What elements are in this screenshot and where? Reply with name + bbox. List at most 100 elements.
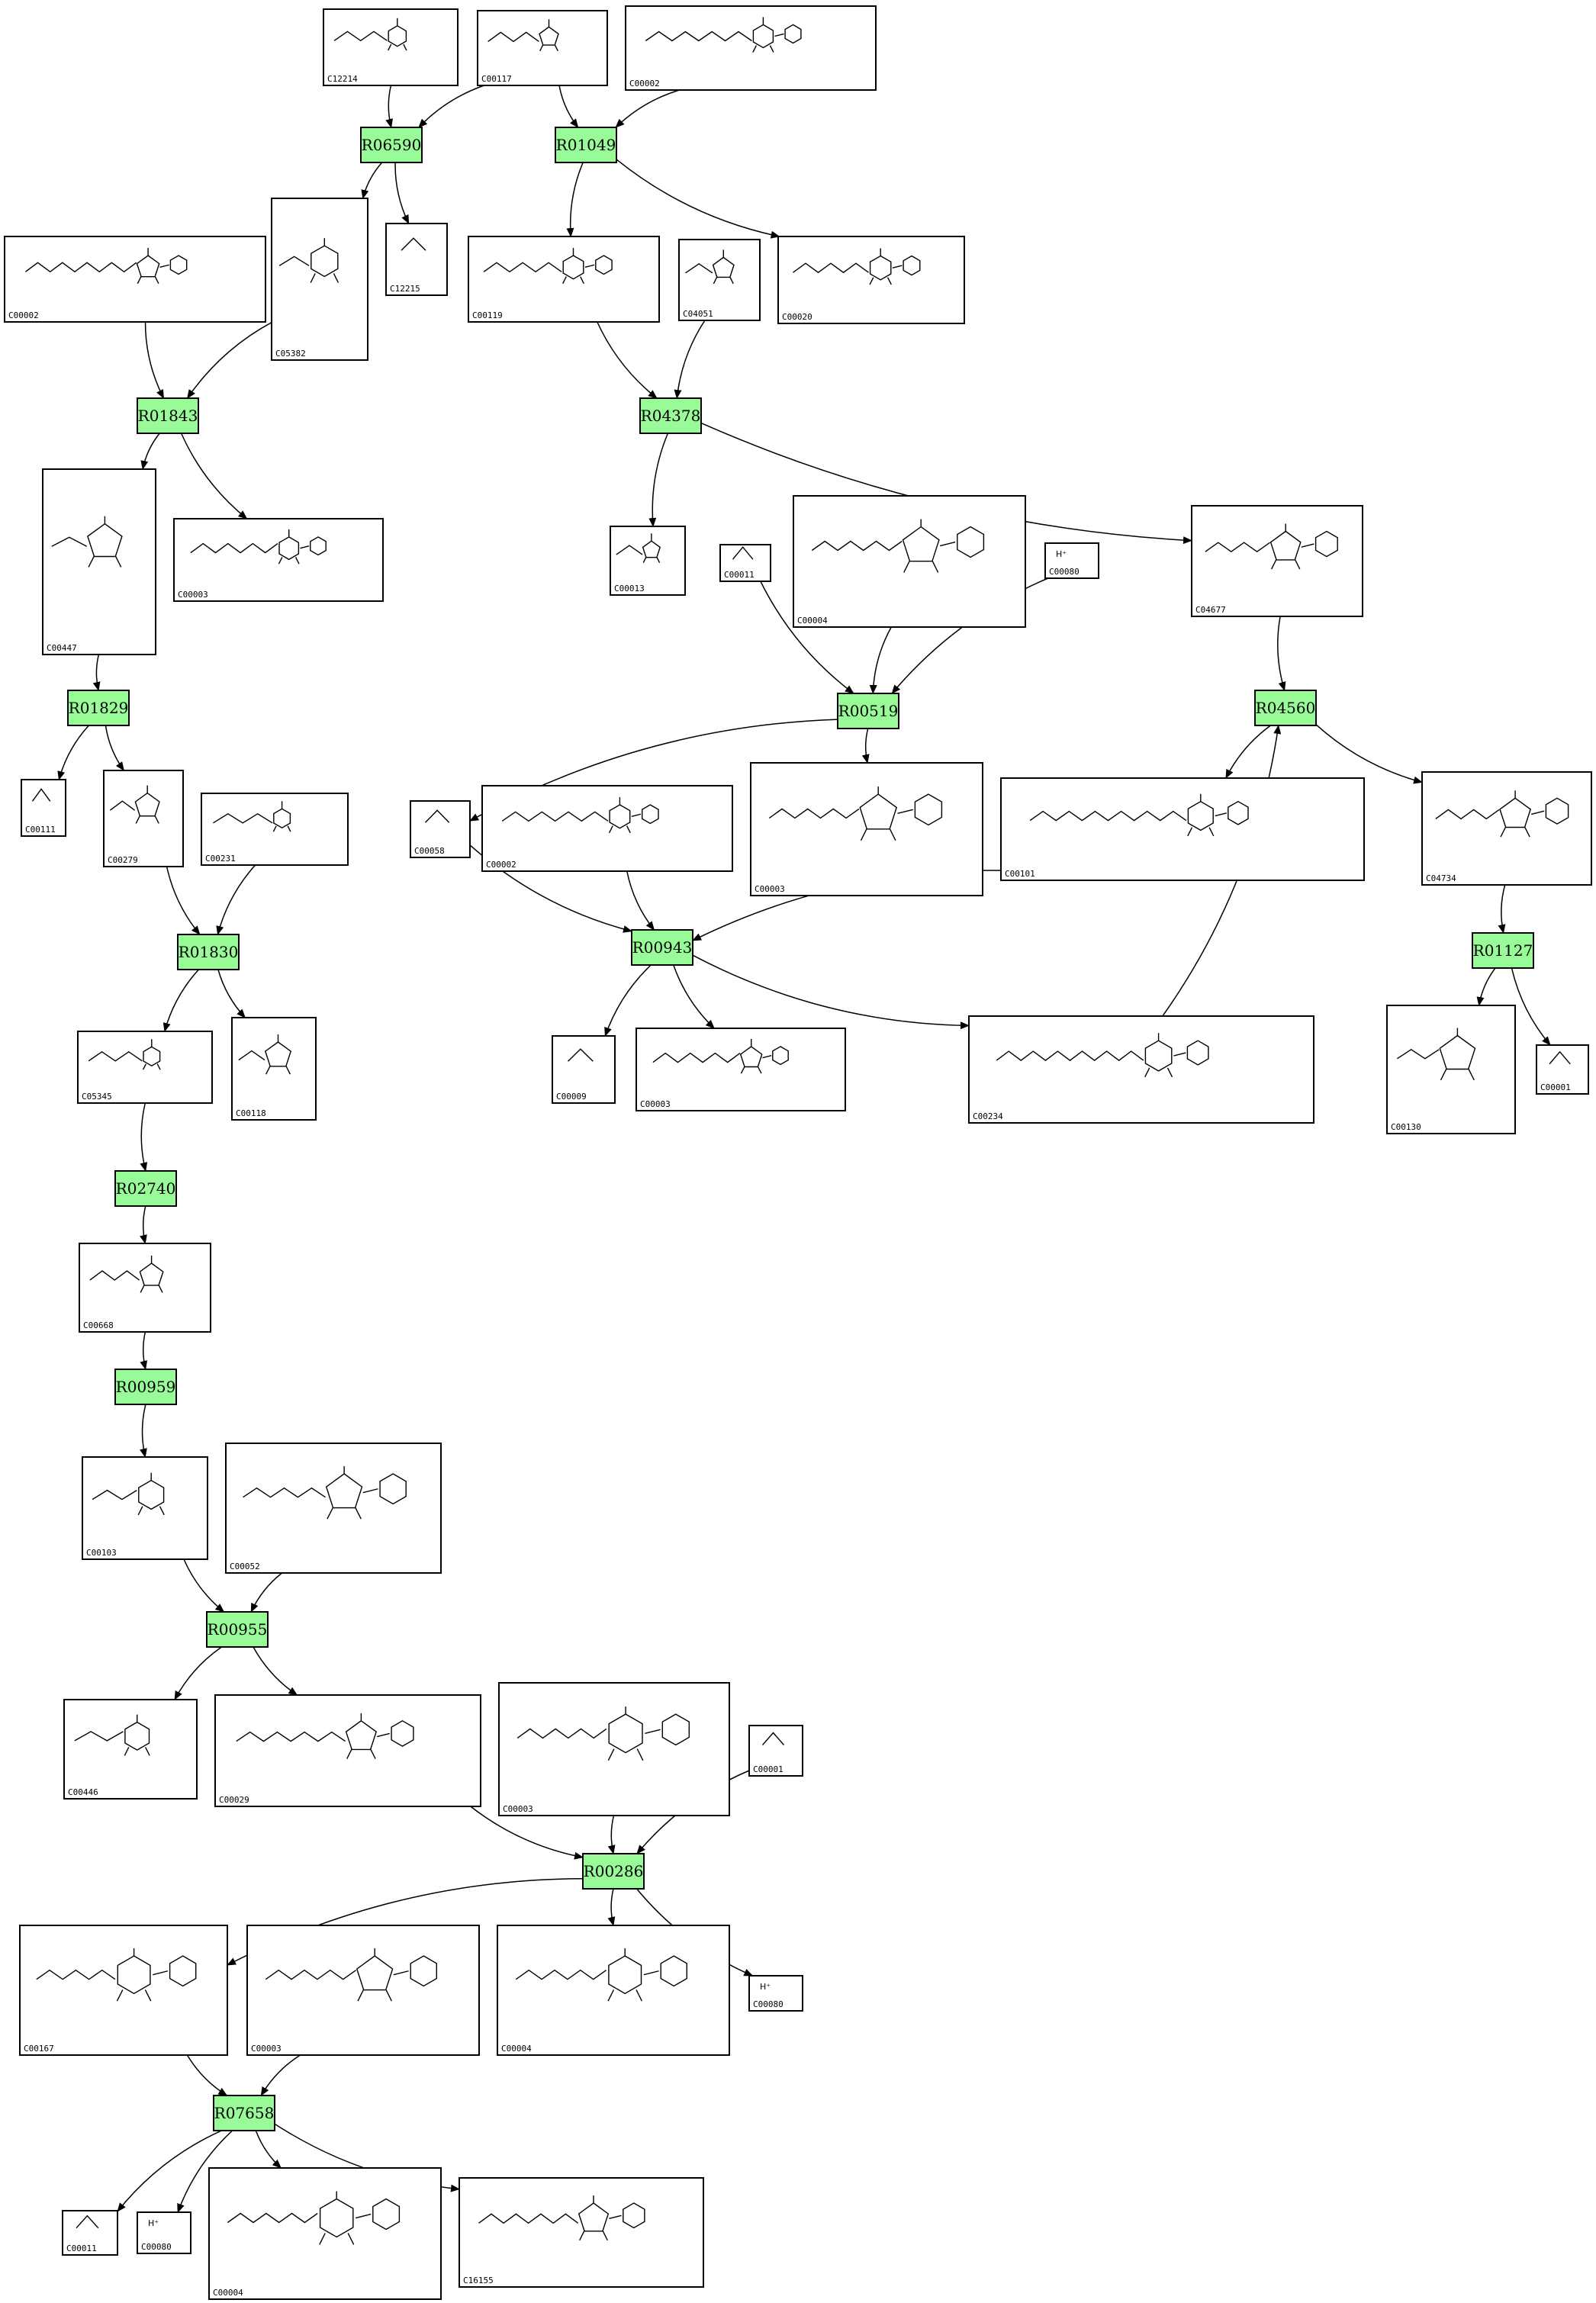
compound-node[interactable]: H⁺C00080 — [748, 1975, 803, 2012]
compound-node[interactable]: C00002 — [4, 236, 266, 323]
compound-node[interactable]: C00447 — [42, 468, 156, 655]
compound-node[interactable]: C12214 — [323, 8, 459, 86]
structure-ring — [136, 255, 160, 278]
compound-node[interactable]: C00058 — [410, 800, 471, 858]
reaction-edge — [692, 954, 970, 1030]
compound-node[interactable]: C00446 — [63, 1699, 198, 1800]
reaction-node[interactable]: R01830 — [177, 934, 240, 970]
compound-node[interactable]: C00004 — [208, 2167, 442, 2300]
structure-bond — [740, 1066, 745, 1074]
compound-node[interactable]: C05382 — [271, 198, 368, 361]
reaction-node[interactable]: R01049 — [555, 127, 617, 163]
compound-node[interactable]: C00003 — [246, 1925, 480, 2056]
compound-node[interactable]: C16155 — [459, 2177, 704, 2288]
structure-bond — [153, 1970, 169, 1976]
compound-id-label: C00118 — [236, 1108, 266, 1118]
structure-ring — [903, 255, 921, 276]
compound-node[interactable]: C00001 — [748, 1725, 803, 1777]
compound-node[interactable]: C00001 — [1536, 1044, 1589, 1095]
compound-node[interactable]: C00004 — [793, 495, 1026, 628]
compound-node[interactable]: C00003 — [636, 1028, 846, 1111]
compound-node[interactable]: C00118 — [231, 1017, 317, 1121]
compound-node[interactable]: C00011 — [62, 2210, 118, 2256]
reaction-box — [555, 127, 617, 163]
compound-node[interactable]: C00009 — [552, 1035, 616, 1104]
compound-id-label: C00117 — [481, 74, 512, 84]
compound-node[interactable]: C05345 — [77, 1031, 213, 1104]
compound-node[interactable]: C00003 — [498, 1682, 730, 1816]
compound-node[interactable]: C00117 — [477, 10, 608, 86]
structure-chain — [645, 31, 752, 42]
compound-node[interactable]: C00279 — [103, 770, 184, 867]
compound-node[interactable]: C04677 — [1191, 505, 1363, 617]
structure-bond — [31, 788, 51, 802]
compound-box — [82, 1456, 208, 1560]
compound-id-label: C00011 — [724, 570, 755, 580]
compound-node[interactable]: C00668 — [79, 1243, 211, 1333]
compound-id-label: C00130 — [1391, 1122, 1421, 1132]
structure-bond — [137, 276, 142, 285]
structure-bond — [713, 277, 718, 285]
compound-box — [777, 236, 965, 324]
compound-node[interactable]: C04734 — [1421, 771, 1592, 886]
compound-node[interactable]: C00111 — [21, 779, 66, 837]
reaction-node[interactable]: R00943 — [631, 929, 693, 966]
compound-node[interactable]: C00029 — [214, 1694, 481, 1807]
structure-ring — [87, 523, 123, 558]
compound-id-label: C00103 — [86, 1548, 117, 1558]
compound-node[interactable]: C00011 — [719, 544, 771, 582]
structure-bond — [757, 1066, 762, 1074]
reaction-node[interactable]: R07658 — [213, 2095, 275, 2131]
compound-node[interactable]: C00167 — [19, 1925, 228, 2056]
compound-node[interactable]: H⁺C00080 — [137, 2211, 191, 2254]
reaction-node[interactable]: R04560 — [1254, 690, 1317, 726]
compound-node[interactable]: C00002 — [481, 785, 733, 872]
compound-box — [173, 518, 384, 602]
reaction-node[interactable]: R06590 — [360, 127, 423, 163]
compound-node[interactable]: C04051 — [678, 239, 761, 321]
compound-box — [410, 800, 471, 858]
structure-ring — [117, 1955, 151, 1995]
compound-id-label: C00119 — [472, 310, 503, 320]
reaction-node[interactable]: R00959 — [114, 1369, 177, 1405]
compound-node[interactable]: C00103 — [82, 1456, 208, 1560]
compound-node[interactable]: C00003 — [173, 518, 384, 602]
reaction-edge — [566, 162, 584, 237]
compound-node[interactable]: C00231 — [201, 793, 349, 866]
reaction-node[interactable]: R01127 — [1472, 932, 1534, 969]
compound-node[interactable]: C00234 — [968, 1015, 1314, 1124]
structure-ring — [902, 526, 940, 562]
reaction-node[interactable]: R00519 — [837, 693, 899, 729]
compound-node[interactable]: C00119 — [468, 236, 660, 323]
compound-node[interactable]: C00013 — [610, 526, 686, 596]
structure-ring — [739, 1046, 763, 1068]
structure-ring — [578, 2202, 610, 2232]
reaction-node[interactable]: R00955 — [206, 1611, 269, 1648]
compound-node[interactable]: C00004 — [497, 1925, 730, 2056]
compound-box — [1000, 777, 1365, 881]
structure-ring — [1144, 1040, 1173, 1072]
structure-bond — [424, 809, 450, 823]
structure-ring — [311, 245, 339, 278]
reaction-node[interactable]: R02740 — [114, 1170, 177, 1207]
compound-node[interactable]: C00020 — [777, 236, 965, 324]
reaction-node[interactable]: R01829 — [67, 690, 130, 726]
compound-id-label: C00231 — [205, 854, 236, 864]
structure-bond — [580, 276, 584, 285]
structure-ring — [388, 24, 407, 47]
compound-node[interactable]: C12215 — [385, 223, 448, 296]
reaction-node[interactable]: R00286 — [582, 1853, 645, 1890]
reaction-node[interactable]: R04378 — [639, 397, 702, 434]
structure-bond — [377, 1732, 391, 1738]
compound-node[interactable]: C00003 — [750, 762, 983, 896]
compound-node[interactable]: C00130 — [1386, 1005, 1516, 1134]
compound-node[interactable]: H⁺C00080 — [1044, 542, 1099, 579]
compound-node[interactable]: C00052 — [225, 1443, 442, 1574]
reaction-node[interactable]: R01843 — [137, 397, 199, 434]
compound-node[interactable]: C00101 — [1000, 777, 1365, 881]
compound-id-label: C00279 — [108, 855, 138, 865]
structure-chain — [768, 808, 860, 819]
compound-node[interactable]: C00002 — [625, 5, 877, 91]
structure-bond — [158, 1285, 163, 1293]
